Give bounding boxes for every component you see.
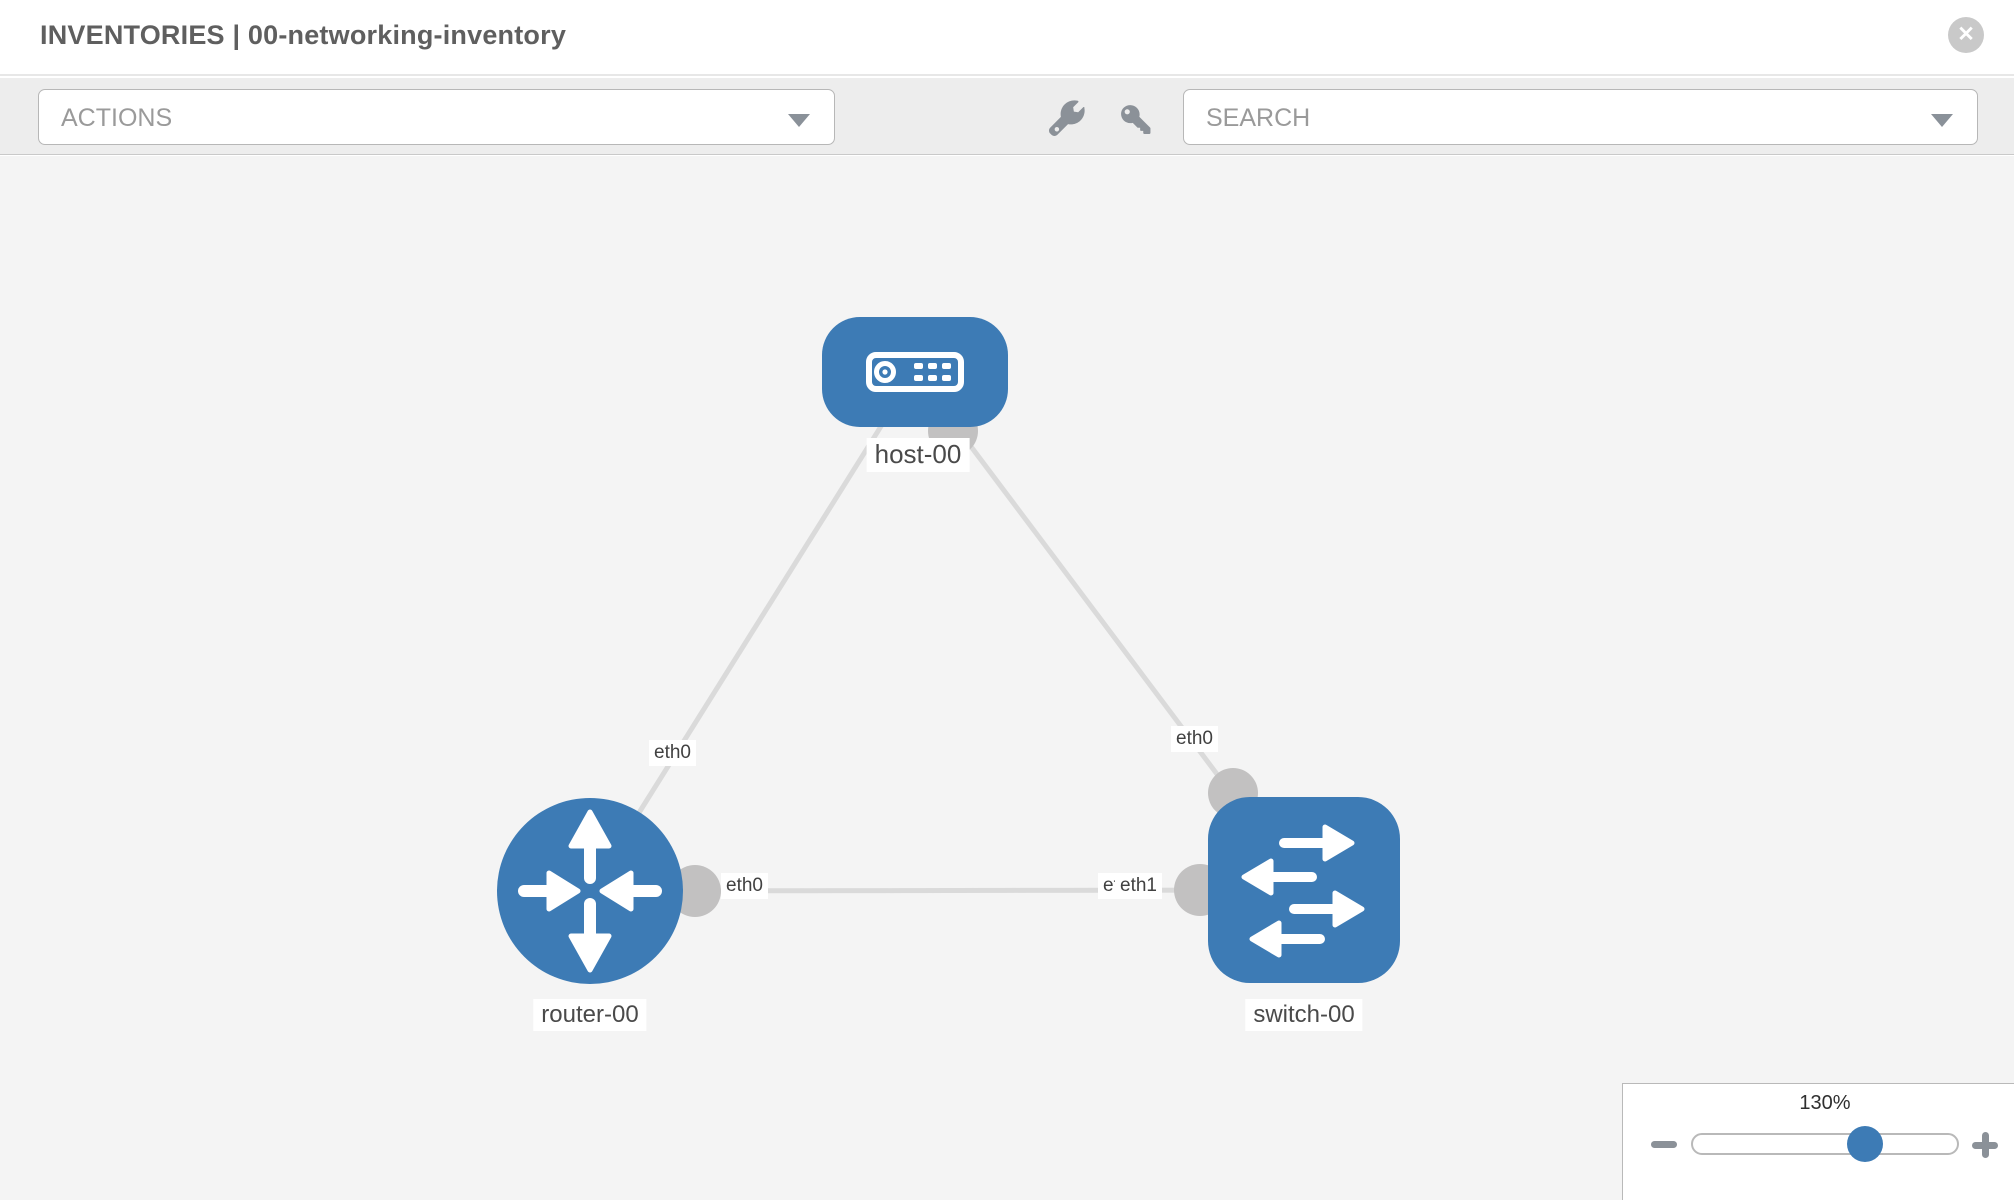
host-icon <box>866 352 964 392</box>
iface-label-router-eth0-uplink: eth0 <box>649 740 696 766</box>
page-title: INVENTORIES | 00-networking-inventory <box>40 20 567 50</box>
search-dropdown[interactable]: SEARCH <box>1183 89 1978 145</box>
header: INVENTORIES | 00-networking-inventory ✕ <box>0 0 2014 76</box>
node-label-switch-00: switch-00 <box>1245 999 1363 1031</box>
close-icon[interactable]: ✕ <box>1948 17 1984 53</box>
iface-label-switch-eth1: eth1 <box>1115 873 1162 899</box>
chevron-down-icon <box>1931 114 1953 127</box>
node-router-00[interactable] <box>497 798 683 984</box>
zoom-panel: 130% <box>1622 1083 2014 1200</box>
iface-label-switch-eth0: eth0 <box>1171 726 1218 752</box>
actions-dropdown-label: ACTIONS <box>61 104 173 132</box>
switch-icon <box>1241 824 1365 958</box>
minus-icon[interactable] <box>1651 1141 1677 1148</box>
iface-label-router-eth0: eth0 <box>721 873 768 899</box>
node-label-router-00: router-00 <box>533 999 647 1031</box>
node-host-00[interactable] <box>822 317 1008 427</box>
search-dropdown-label: SEARCH <box>1206 104 1311 132</box>
toolbar: ACTIONS SEARCH <box>0 78 2014 155</box>
chevron-down-icon <box>788 114 810 127</box>
actions-dropdown[interactable]: ACTIONS <box>38 89 835 145</box>
node-switch-00[interactable] <box>1208 797 1400 983</box>
link-host-router[interactable] <box>587 370 918 893</box>
wrench-icon[interactable] <box>1049 100 1085 136</box>
ports-layer <box>669 406 1258 917</box>
zoom-slider-thumb[interactable] <box>1847 1126 1883 1162</box>
zoom-level-value: 130% <box>1799 1092 1851 1114</box>
topology-canvas[interactable]: host-00 router-00 switch-00 eth0 eth0 et… <box>0 156 2014 1200</box>
zoom-slider-track[interactable] <box>1691 1126 1959 1162</box>
plus-icon[interactable] <box>1972 1132 1998 1158</box>
router-icon <box>518 809 662 973</box>
node-label-host-00: host-00 <box>866 438 970 472</box>
key-icon[interactable] <box>1119 103 1152 136</box>
topology-svg <box>497 317 1400 984</box>
